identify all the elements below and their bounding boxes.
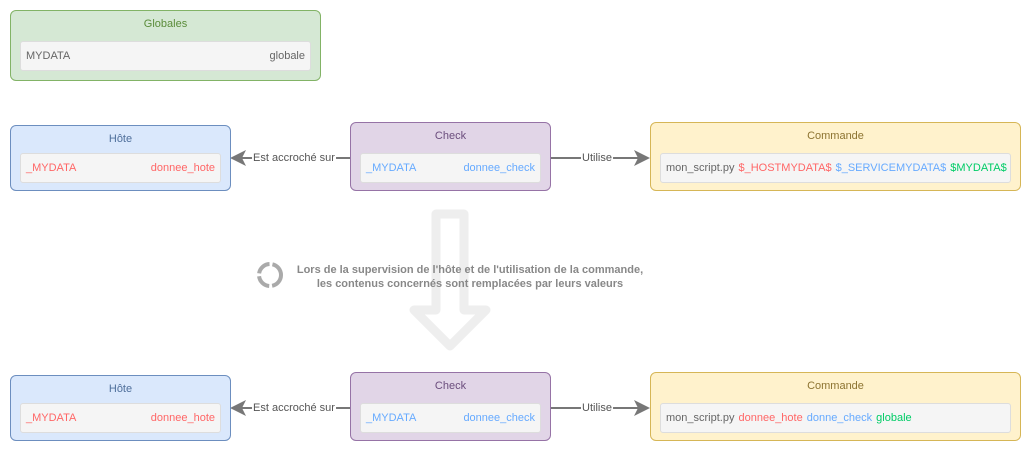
hote-row: _MYDATA donnee_hote [20,153,221,183]
note-line2: les contenus concernés sont remplacées p… [316,278,624,290]
check-title: Check [434,130,467,142]
commande-box-top: Commande mon_script.py$_HOSTMYDATA$$_SER… [650,122,1021,191]
arg-service: $_SERVICEMYDATA$ [835,162,947,174]
edge-label-hote-top: Est accroché sur [252,152,336,164]
globales-title: Globales [143,18,188,30]
key: MYDATA [26,50,71,62]
hote-title: Hôte [108,133,133,145]
check-row: _MYDATA donnee_check [360,403,541,433]
value: globale [269,50,305,62]
value: donnee_hote [150,162,215,174]
globales-box: Globales MYDATA globale [10,10,321,81]
arg-global: $MYDATA$ [950,162,1007,174]
key: _MYDATA [26,162,77,174]
check-row: _MYDATA donnee_check [360,153,541,183]
check-title: Check [434,380,467,392]
key: _MYDATA [366,412,417,424]
edge-label-cmd-bottom: Utilise [581,402,613,414]
script: mon_script.py [666,162,735,174]
arg-global: globale [876,412,912,424]
edge-label-cmd-top: Utilise [581,152,613,164]
check-box-top: Check _MYDATA donnee_check [350,122,551,191]
hote-row: _MYDATA donnee_hote [20,403,221,433]
down-arrow-icon [409,209,491,351]
script: mon_script.py [666,412,735,424]
arg-service: donne_check [806,412,873,424]
value: donnee_check [463,162,535,174]
hote-box-top: Hôte _MYDATA donnee_hote [10,125,231,191]
globales-row: MYDATA globale [20,41,311,71]
arg-host: donnee_hote [738,412,803,424]
refresh-icon [257,262,283,288]
check-box-bottom: Check _MYDATA donnee_check [350,372,551,441]
hote-box-bottom: Hôte _MYDATA donnee_hote [10,375,231,441]
value: donnee_check [463,412,535,424]
key: _MYDATA [366,162,417,174]
commande-row: mon_script.py$_HOSTMYDATA$$_SERVICEMYDAT… [660,153,1011,183]
note-line1: Lors de la supervision de l'hôte et de l… [296,264,644,276]
commande-title: Commande [807,380,864,392]
edge-label-hote-bottom: Est accroché sur [252,402,336,414]
arg-host: $_HOSTMYDATA$ [738,162,832,174]
note: Lors de la supervision de l'hôte et de l… [290,263,650,291]
hote-title: Hôte [108,383,133,395]
commande-title: Commande [807,130,864,142]
key: _MYDATA [26,412,77,424]
value: donnee_hote [150,412,215,424]
